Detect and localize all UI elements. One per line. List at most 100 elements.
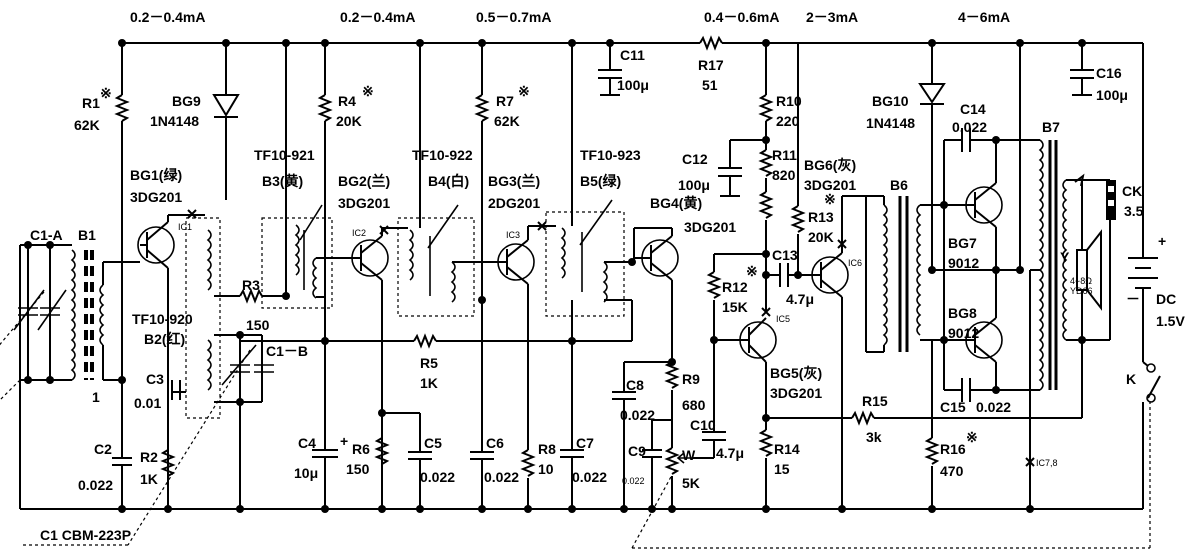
- tf10-920-oscillator: [171, 217, 286, 513]
- c16-capacitor: [1070, 39, 1094, 96]
- ic3-label: IC3: [506, 230, 520, 240]
- w-label: W: [682, 447, 696, 463]
- r4-label: R4: [338, 93, 356, 109]
- current-label-5: 2－3mA: [806, 9, 858, 25]
- r11-label: R11: [772, 147, 797, 163]
- bg6-stage: [766, 43, 884, 513]
- tf10-922-if-transformer: [397, 39, 494, 317]
- r5-value: 1K: [420, 375, 438, 391]
- r1-c2-column: [112, 39, 132, 513]
- c13-label: C13: [772, 247, 798, 263]
- r4-value: 20K: [336, 113, 362, 129]
- ic5-label: IC5: [776, 314, 790, 324]
- b7-label: B7: [1042, 119, 1060, 135]
- bg1-transistor: [137, 214, 205, 509]
- r11-value: 820: [772, 167, 796, 183]
- r14-value: 15: [774, 461, 790, 477]
- c5-value: 0.022: [420, 469, 455, 485]
- ic6-label: IC6: [848, 258, 862, 268]
- r15-value: 3k: [866, 429, 882, 445]
- bg3-transistor: [494, 225, 556, 513]
- r13-value: 20K: [808, 229, 834, 245]
- current-label-4: 0.4－0.6mA: [704, 9, 779, 25]
- c8-c9-volume: [612, 361, 692, 513]
- b4-label: B4(白): [428, 173, 469, 189]
- speaker-jack: [1074, 173, 1116, 340]
- r9-label: R9: [682, 371, 700, 387]
- r6-label: R6: [352, 441, 370, 457]
- c5-label: C5: [424, 435, 442, 451]
- tf10-920-label: TF10-920: [132, 311, 193, 327]
- r2-resistor: [160, 440, 176, 513]
- c1-gang-label: C1 CBM-223P: [40, 527, 131, 543]
- bg4-value: 3DG201: [684, 219, 736, 235]
- r15-label: R15: [862, 393, 888, 409]
- c16-value: 100μ: [1096, 87, 1128, 103]
- ck-label: CK: [1122, 183, 1142, 199]
- current-label-6: 4－6mA: [958, 9, 1010, 25]
- bg4-label: BG4(黄): [650, 195, 702, 211]
- r12-label: R12: [722, 279, 748, 295]
- r10-value: 220: [776, 113, 800, 129]
- r8-value: 10: [538, 461, 554, 477]
- c9-label: C9: [628, 443, 646, 459]
- r5-label: R5: [420, 355, 438, 371]
- current-label-2: 0.2－0.4mA: [340, 9, 415, 25]
- ic2-label: IC2: [352, 228, 366, 238]
- r7-c6-column: [470, 39, 494, 513]
- bg6-label: BG6(灰): [804, 157, 856, 173]
- b1-label: B1: [78, 227, 96, 243]
- bg5-value: 3DG201: [770, 385, 822, 401]
- tf10-923-label: TF10-923: [580, 147, 641, 163]
- b6-driver-transformer: [865, 39, 946, 353]
- r8-label: R8: [538, 441, 556, 457]
- r7-mark: ※: [518, 83, 530, 99]
- bg6-mark: ※: [824, 191, 836, 207]
- test-point-marks: [187, 209, 1035, 467]
- bg2-value: 3DG201: [338, 195, 390, 211]
- r1-mark: ※: [100, 85, 112, 101]
- r13-label: R13: [808, 209, 834, 225]
- current-label-1: 0.2－0.4mA: [130, 9, 205, 25]
- bg5-transistor: [739, 317, 852, 513]
- c4-label: C4: [298, 435, 316, 451]
- battery-minus: －: [1126, 291, 1140, 307]
- r10-label: R10: [776, 93, 802, 109]
- tf10-921-label: TF10-921: [254, 147, 315, 163]
- c10-capacitor: [692, 338, 726, 459]
- c3-value: 0.01: [134, 395, 161, 411]
- bg9-label: BG9: [172, 93, 201, 109]
- r7-value: 62K: [494, 113, 520, 129]
- r6-c5: [374, 413, 432, 513]
- r17-value: 51: [702, 77, 718, 93]
- c11-value: 100μ: [617, 77, 649, 93]
- bg10-label: BG10: [872, 93, 909, 109]
- r17-label: R17: [698, 57, 724, 73]
- c11-capacitor: [598, 39, 622, 96]
- current-labels: 0.2－0.4mA 0.2－0.4mA 0.5－0.7mA 0.4－0.6mA …: [130, 9, 1010, 25]
- c10-label: C10: [690, 417, 716, 433]
- r9-value: 680: [682, 397, 706, 413]
- bg5-label: BG5(灰): [770, 365, 822, 381]
- speaker-impedance: 4~8Ω: [1070, 276, 1092, 286]
- b6-label: B6: [890, 177, 908, 193]
- bg8-label: BG8: [948, 305, 977, 321]
- battery-switch: [1128, 43, 1161, 509]
- current-label-3: 0.5－0.7mA: [476, 9, 551, 25]
- c12-value: 100μ: [678, 177, 710, 193]
- tf10-921-if-transformer: [261, 39, 350, 309]
- bg3-value: 2DG201: [488, 195, 540, 211]
- r16-label: R16: [940, 441, 966, 457]
- r16-mark: ※: [966, 429, 978, 445]
- battery-plus: +: [1158, 233, 1166, 249]
- r6-value: 150: [346, 461, 370, 477]
- ic78-label: IC7,8: [1036, 458, 1058, 468]
- r4-mark: ※: [362, 83, 374, 99]
- tf10-923-if-transformer: [325, 39, 636, 513]
- bg4-transistor: [633, 227, 680, 448]
- c16-label: C16: [1096, 65, 1122, 81]
- r2-value: 1K: [140, 471, 158, 487]
- c4-plus: +: [340, 433, 348, 449]
- r7-label: R7: [496, 93, 514, 109]
- b2-label: B2(红): [144, 331, 185, 347]
